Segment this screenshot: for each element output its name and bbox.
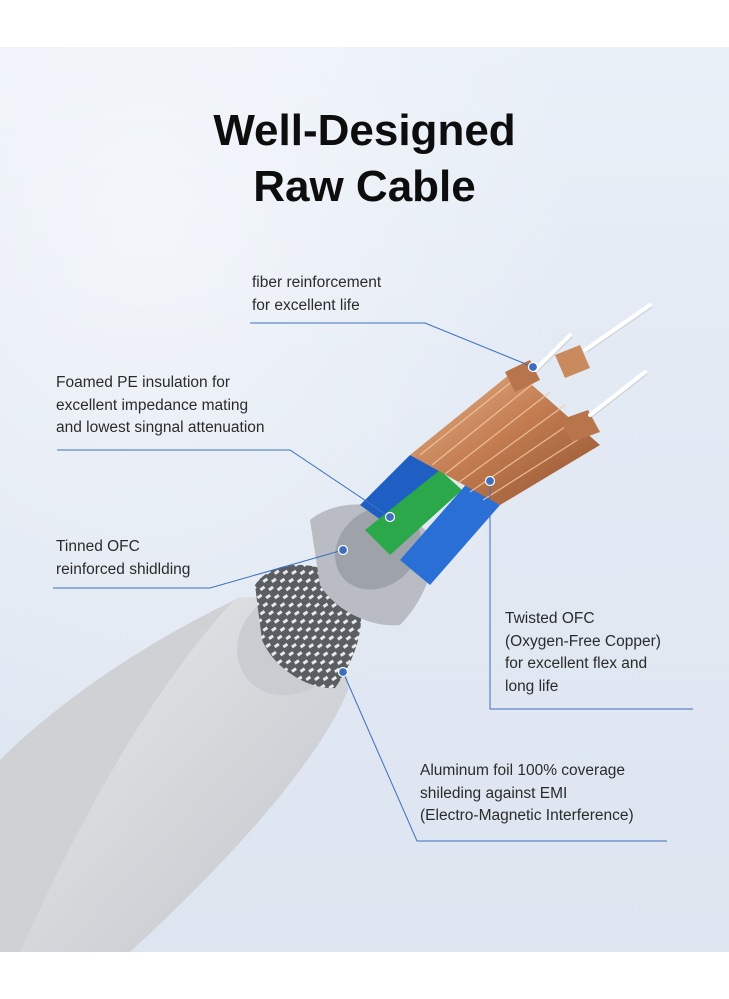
copper-head-2 <box>555 345 590 378</box>
callout-twisted-line-2: (Oxygen-Free Copper) <box>505 632 661 650</box>
callout-aluminum-line-1: Aluminum foil 100% coverage <box>420 762 626 779</box>
callout-aluminum-line-3: (Electro-Magnetic Interference) <box>420 807 634 824</box>
blue-insulation-top <box>360 455 440 530</box>
title-line-2: Raw Cable <box>253 162 476 211</box>
blue-insulation-bottom <box>400 480 500 585</box>
callout-twisted-line-1: Twisted OFC <box>505 610 595 627</box>
callout-fiber: fiber reinforcement for excellent life <box>252 272 381 317</box>
copper-head-3 <box>560 410 600 442</box>
callout-twisted: Twisted OFC (Oxygen-Free Copper) for exc… <box>505 608 661 698</box>
callout-fiber-line-2: for excellent life <box>252 296 360 314</box>
callout-fiber-line-1: fiber reinforcement <box>252 274 382 291</box>
callout-aluminum: Aluminum foil 100% coverage shileding ag… <box>420 760 634 828</box>
callout-foamed: Foamed PE insulation for excellent imped… <box>56 372 265 440</box>
fiber-strands <box>533 303 652 417</box>
pointer-dots <box>337 361 539 678</box>
callout-aluminum-line-2: shileding against EMI <box>420 784 568 802</box>
green-insulation <box>365 470 462 555</box>
leader-lines <box>53 322 693 842</box>
copper-strands <box>410 370 600 505</box>
callout-tinned-line-2: reinforced shidlding <box>56 560 191 578</box>
title-line-1: Well-Designed <box>213 106 516 155</box>
callout-twisted-line-3: for excellent flex and <box>505 655 648 672</box>
callout-foamed-line-2: excellent impedance mating <box>56 396 249 414</box>
callout-foamed-line-3: and lowest singnal attenuation <box>56 419 265 436</box>
callout-tinned: Tinned OFC reinforced shidlding <box>56 536 190 581</box>
callout-tinned-line-1: Tinned OFC <box>56 538 140 555</box>
callout-twisted-line-4: long life <box>505 677 559 695</box>
callout-foamed-line-1: Foamed PE insulation for <box>56 374 231 391</box>
